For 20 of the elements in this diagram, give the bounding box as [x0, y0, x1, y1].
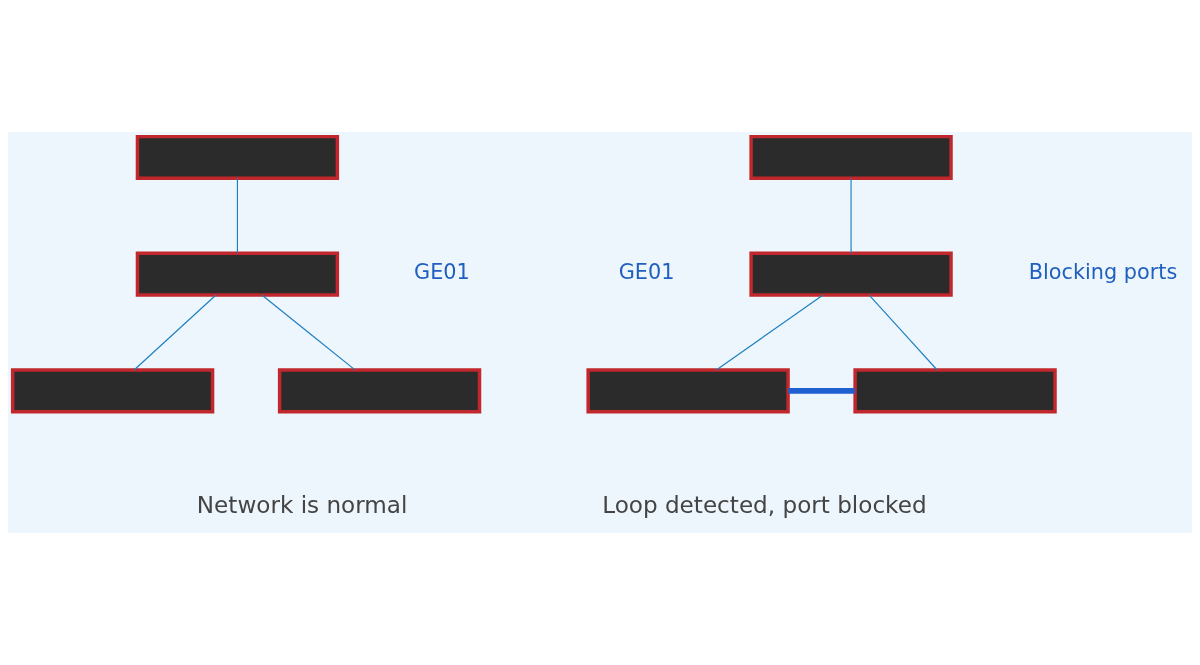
label: GE01 [618, 260, 675, 285]
node-box [10, 368, 215, 414]
node-box [135, 251, 340, 297]
node-box [853, 368, 1057, 414]
connector [868, 294, 938, 371]
node-box [277, 368, 482, 414]
connector [715, 294, 824, 371]
node-box [586, 368, 790, 414]
label: GE01 [414, 260, 470, 285]
connector [261, 294, 356, 371]
connector [133, 294, 217, 371]
connector [236, 177, 238, 254]
label: Blocking ports [1028, 260, 1178, 285]
node-box [135, 134, 340, 180]
connector [850, 177, 852, 254]
node-box [749, 134, 953, 180]
label: Loop detected, port blocked [602, 492, 927, 519]
connector [788, 387, 855, 394]
node-box [749, 251, 953, 297]
label: Network is normal [196, 492, 408, 519]
